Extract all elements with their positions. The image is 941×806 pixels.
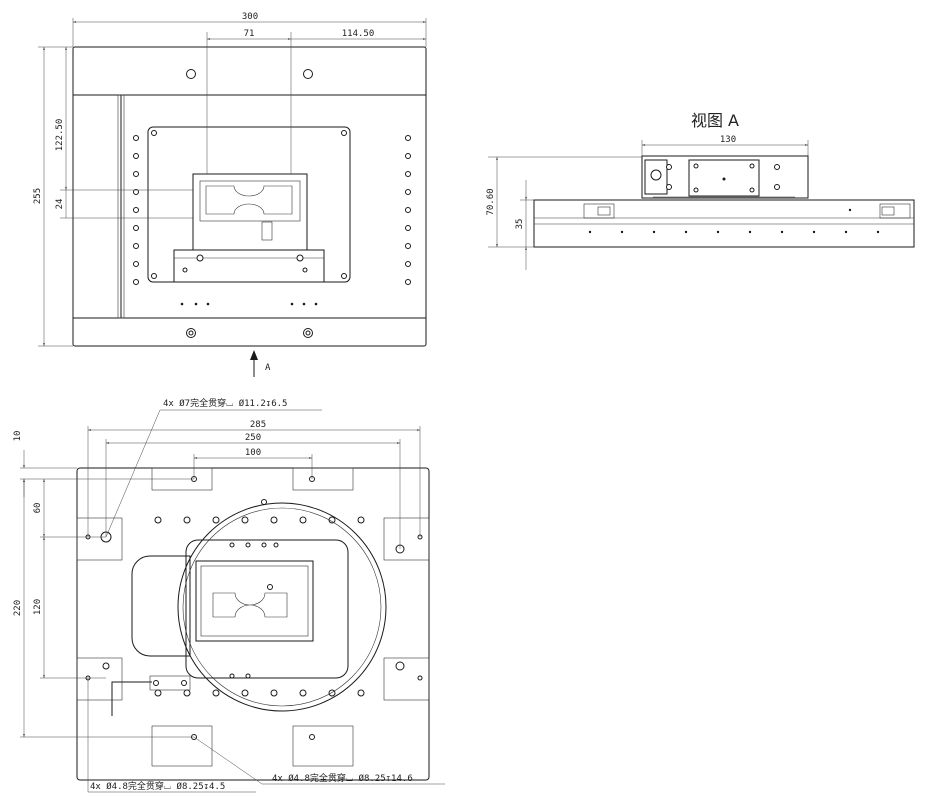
dim-220: 220 (13, 600, 23, 616)
callout-bottom-right: 4x Ø4.8完全贯穿⌴ Ø8.25↧14.6 (272, 772, 413, 784)
dim-60: 60 (33, 503, 43, 514)
right-hole-column (405, 135, 411, 285)
dim-285: 285 (250, 420, 266, 430)
callout-top: 4x Ø7完全贯穿⌴ Ø11.2↧6.5 (163, 397, 287, 409)
top-view: 300 71 114.50 255 122.50 24 A (33, 12, 427, 377)
dim-71: 71 (244, 29, 255, 39)
top-mount-hole (303, 69, 313, 79)
dim-114-50: 114.50 (342, 29, 375, 39)
bottom-view: 285 250 100 10 60 120 220 4x Ø7完全贯穿⌴ Ø11… (13, 397, 445, 793)
top-mount-hole (186, 69, 196, 79)
dim-24: 24 (55, 199, 65, 210)
dim-70-60: 70.60 (486, 188, 496, 215)
dim-300: 300 (242, 12, 258, 22)
left-hole-column (133, 135, 139, 285)
callout-bottom-left: 4x Ø4.8完全贯穿⌴ Ø8.25↧4.5 (90, 780, 225, 792)
top-hole-row (154, 516, 365, 524)
view-a: 视图 A 130 70.60 35 (486, 111, 915, 270)
dim-130: 130 (720, 135, 736, 145)
dim-100: 100 (245, 448, 261, 458)
view-a-title: 视图 A (691, 111, 739, 130)
view-arrow-label: A (265, 363, 271, 373)
dim-255: 255 (33, 188, 43, 204)
dim-122-50: 122.50 (55, 119, 65, 152)
dim-250: 250 (245, 433, 261, 443)
bottom-hole-row (154, 689, 365, 697)
dim-120: 120 (33, 599, 43, 615)
dim-10: 10 (13, 431, 23, 442)
dim-35: 35 (515, 219, 525, 230)
